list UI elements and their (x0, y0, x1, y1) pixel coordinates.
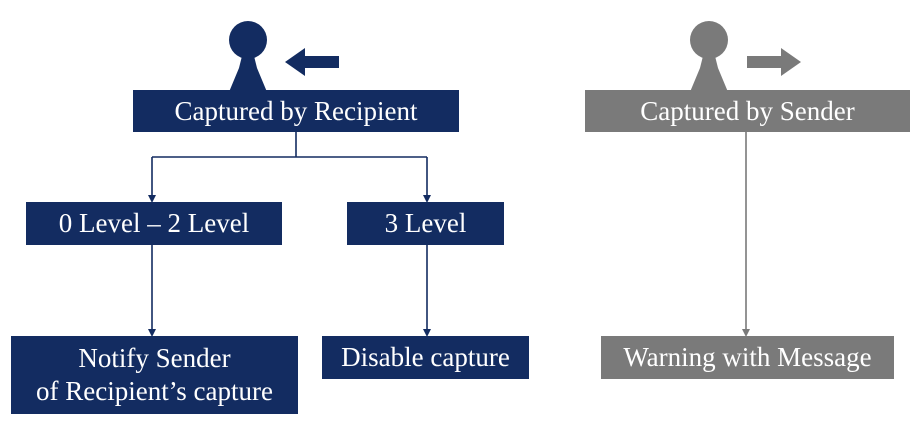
notify-sender-box: Notify Sender of Recipient’s capture (11, 336, 298, 414)
level-high-box: 3 Level (347, 202, 504, 245)
recipient-connectors (148, 132, 431, 337)
captured-by-recipient-box: Captured by Recipient (133, 90, 459, 132)
person-icon (229, 21, 267, 92)
level-low-box: 0 Level – 2 Level (26, 202, 282, 245)
captured-by-sender-box: Captured by Sender (585, 90, 910, 132)
disable-capture-box: Disable capture (322, 336, 529, 379)
notify-line-1: Notify Sender (78, 343, 231, 373)
warning-with-message-box: Warning with Message (601, 336, 894, 379)
arrow-right-icon (747, 48, 801, 76)
notify-line-2: of Recipient’s capture (36, 376, 273, 406)
person-icon (690, 21, 728, 92)
arrow-left-icon (285, 48, 339, 76)
